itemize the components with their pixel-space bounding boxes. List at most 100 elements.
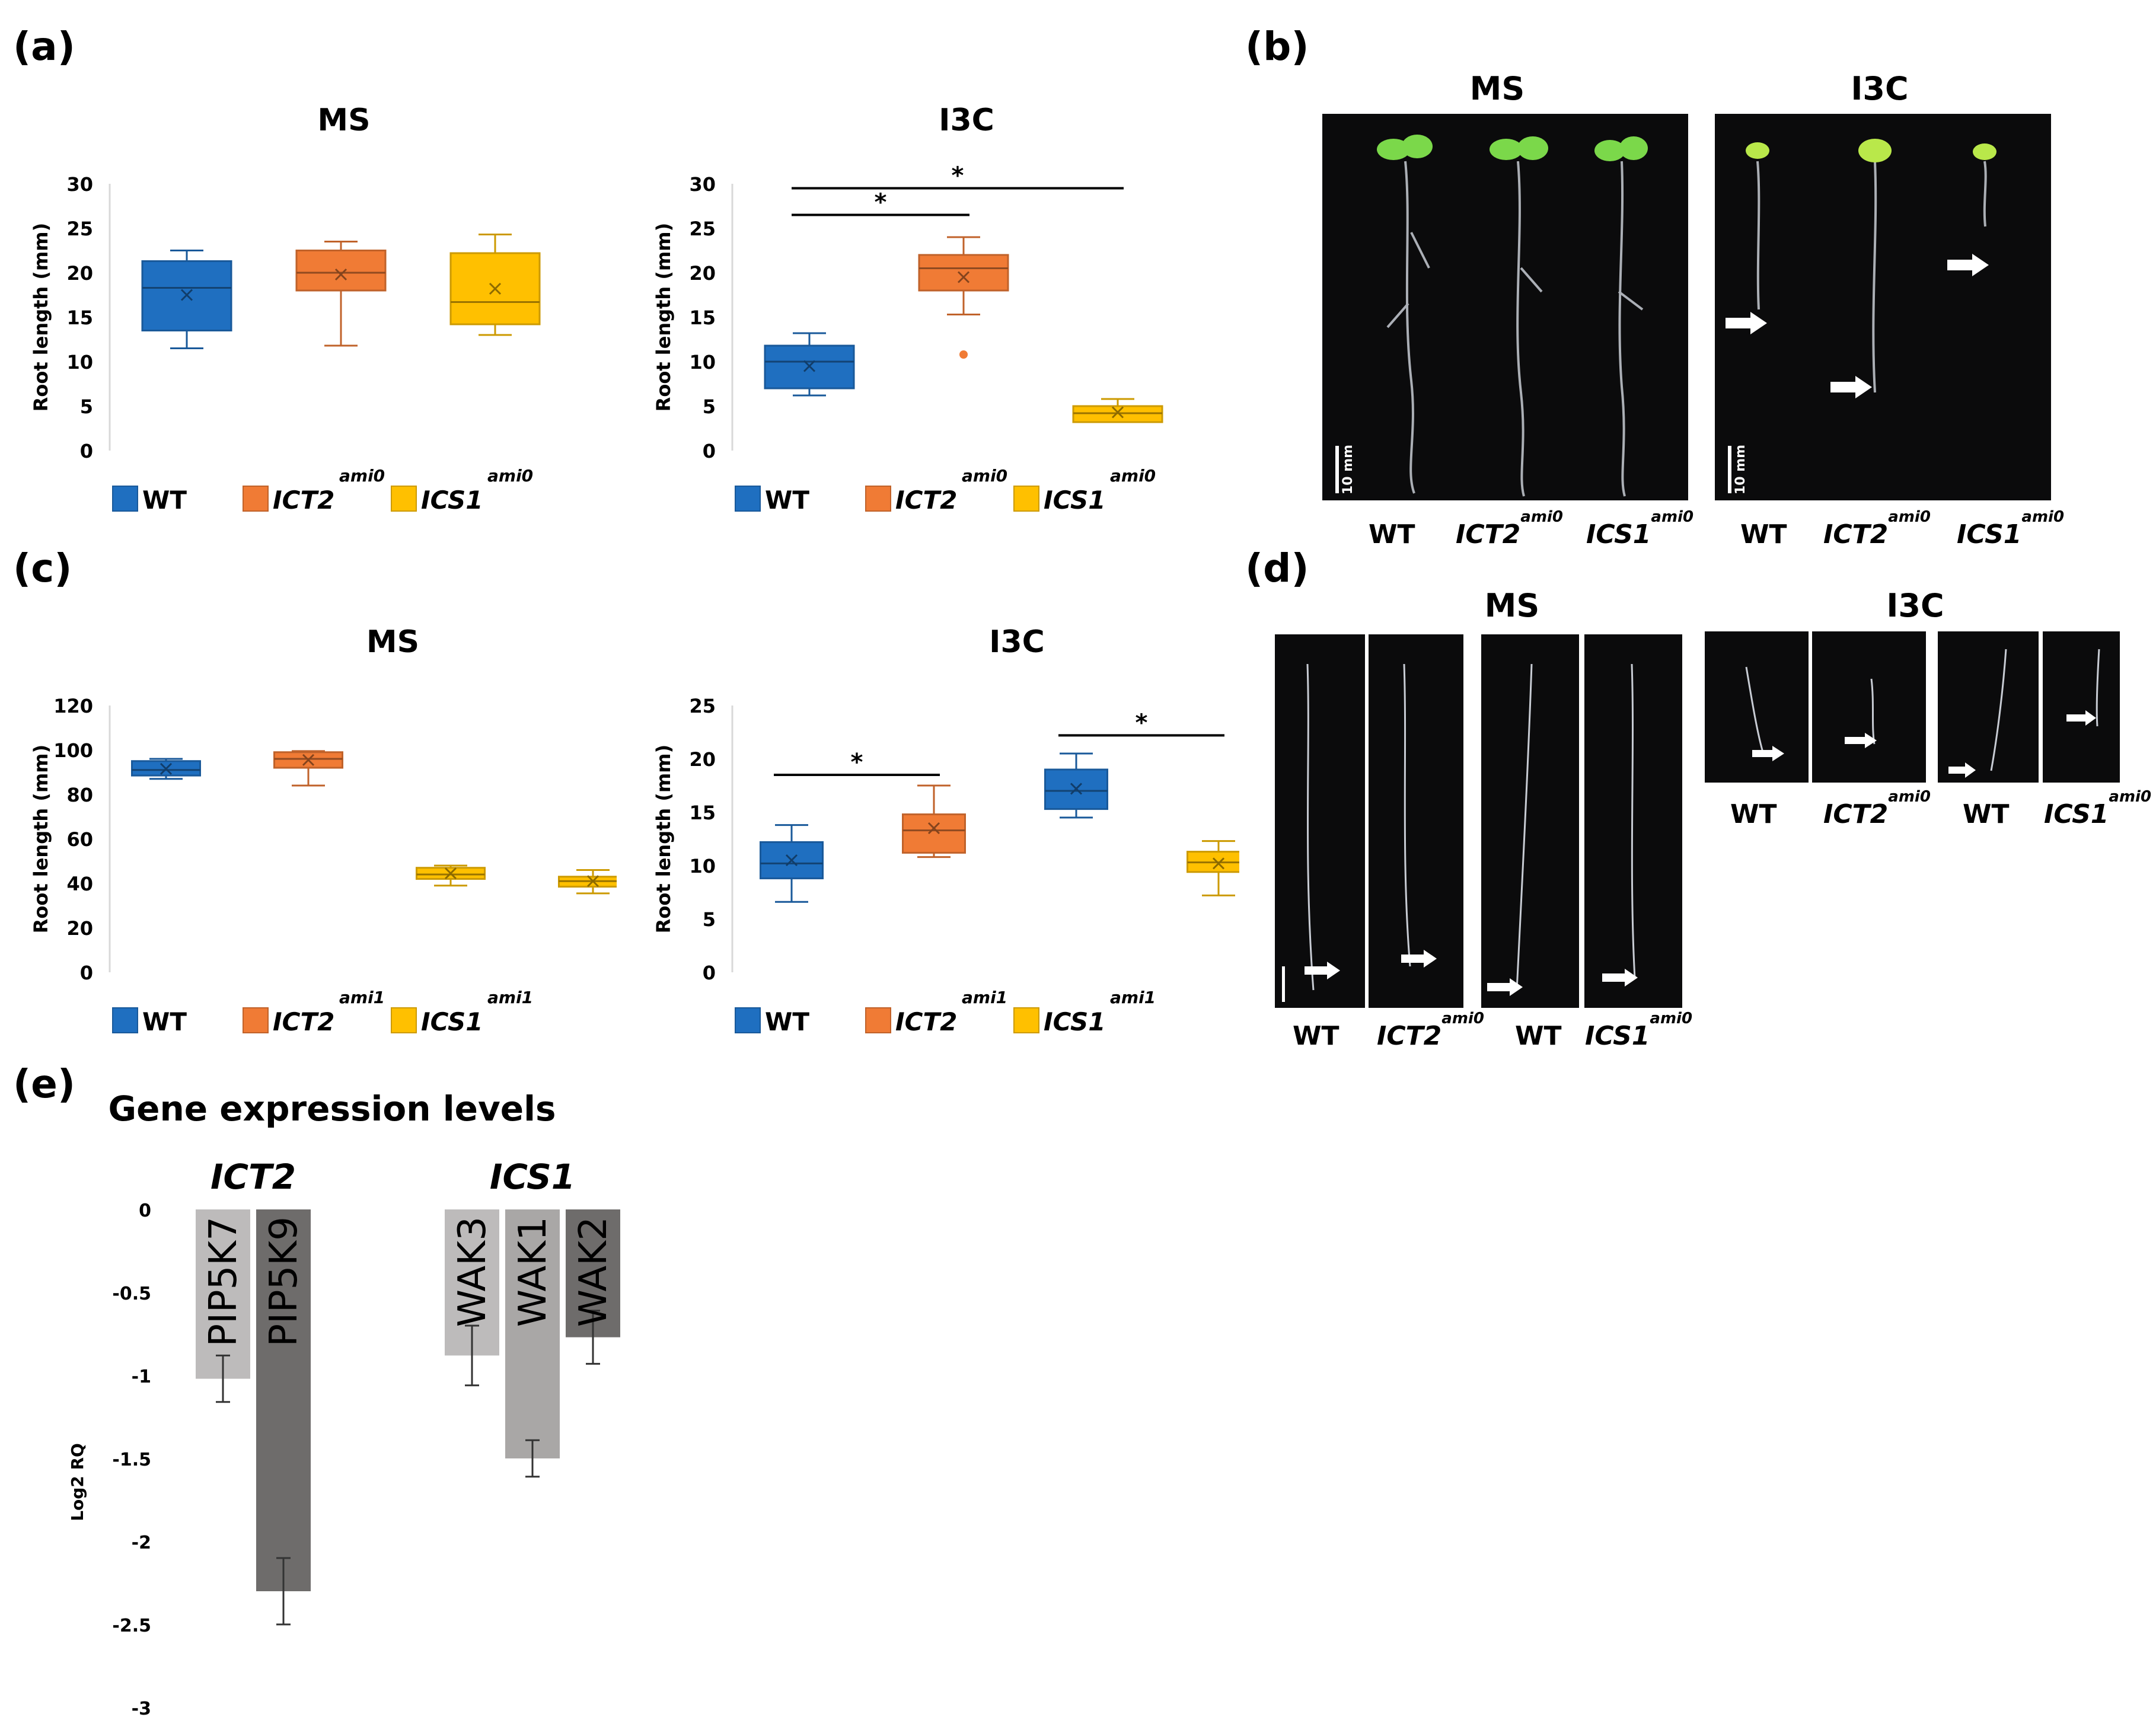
panel-label-a: (a) [13, 24, 75, 69]
seedling-photo-d-i3c-ics1 [2043, 631, 2120, 783]
y-tick-label: 60 [66, 828, 93, 851]
seedling-drawing-d-ms-wt2 [1487, 663, 1533, 996]
y-tick-label: 20 [689, 748, 716, 771]
photo-label-d-i3c-ict2: ICT2ami0 [1823, 788, 1931, 829]
photo-label-b-i3c-ict2: ICT2ami0 [1823, 508, 1931, 550]
bar-pip5k7 [196, 1209, 250, 1379]
bar-label: PIP5K7 [202, 1217, 245, 1346]
y-tick-label: -2 [132, 1533, 151, 1553]
seedling-photo-d-ms-wt [1275, 634, 1365, 1008]
seedling-drawing-b-i3c: 10 mm [1726, 139, 1996, 494]
mean-marker [927, 822, 940, 835]
panel-d-i3c-title: I3C [1886, 587, 1944, 624]
photo-label-d-ms-ict2: ICT2ami0 [1377, 1010, 1484, 1051]
significance-star: * [875, 189, 887, 216]
mean-marker [957, 271, 970, 283]
y-tick-label: 20 [66, 917, 93, 940]
y-tick-label: 25 [689, 218, 716, 240]
y-tick-label: 15 [689, 802, 716, 824]
y-tick-label: 40 [66, 873, 93, 895]
y-tick-label: 30 [66, 173, 93, 196]
significance-star: * [952, 162, 964, 190]
y-tick-label: -2.5 [112, 1616, 151, 1636]
legend-label: ICT2 [895, 486, 957, 515]
y-tick-label: 5 [703, 395, 716, 418]
photo-label-d-i3c-ics1: ICS1ami0 [2044, 788, 2152, 829]
legend-superscript: ami0 [339, 466, 385, 486]
photo-label-d-ms-wt: WT [1293, 1021, 1339, 1051]
mean-marker [586, 875, 599, 888]
legend-swatch [735, 1007, 761, 1033]
seedling-photo-b-i3c: 10 mm [1715, 114, 2051, 500]
legend-swatch [243, 1007, 269, 1033]
scale-bar-label-b-ms: 10 mm [1341, 445, 1356, 494]
photo-label-b-i3c-wt: WT [1740, 519, 1787, 550]
y-tick-label: 30 [689, 173, 716, 196]
photo-label-b-ms-wt: WT [1369, 519, 1415, 550]
legend-superscript: ami1 [1110, 988, 1156, 1007]
seedling-photo-d-i3c-wt2 [1938, 631, 2039, 783]
panel-label-c: (c) [13, 545, 72, 591]
chart-title: MS [317, 103, 370, 138]
y-axis-label: Root length (mm) [652, 223, 675, 412]
legend-label: ICT2 [273, 1007, 334, 1036]
legend-label: WT [765, 486, 809, 515]
seedling-photo-d-i3c-wt [1705, 631, 1809, 783]
legend-swatch [112, 486, 138, 512]
seedling-photo-d-ms-wt2 [1481, 634, 1579, 1008]
seedling-photo-d-ms-ict2 [1369, 634, 1463, 1008]
chart-title: I3C [989, 624, 1045, 660]
y-axis-label: Root length (mm) [30, 223, 52, 412]
seedling-drawing-b-ms: 10 mm [1335, 135, 1648, 497]
bar-wak1 [505, 1209, 560, 1458]
legend-swatch [865, 1007, 891, 1033]
y-tick-label: -0.5 [112, 1284, 151, 1304]
legend-label: WT [142, 1007, 187, 1036]
box-ict2 [295, 250, 387, 292]
legend-swatch [865, 486, 891, 512]
seedling-drawing-d-ms-ict2 [1401, 663, 1437, 968]
chart-e: Gene expression levels0-0.5-1-1.5-2-2.5-… [68, 1088, 620, 1719]
y-tick-label: 10 [689, 855, 716, 877]
y-tick-label: -1 [132, 1367, 151, 1387]
legend-swatch [391, 486, 417, 512]
bar-label: WAK1 [511, 1217, 555, 1327]
y-tick-label: 5 [703, 908, 716, 931]
panel-d-ms-title: MS [1484, 587, 1540, 624]
photo-label-b-i3c-ics1: ICS1ami0 [1957, 508, 2065, 550]
panel-b-ms-title: MS [1469, 70, 1525, 107]
y-tick-label: 0 [80, 962, 93, 984]
photo-label-d-ms-ics1: ICS1ami0 [1585, 1010, 1693, 1051]
mean-marker [1212, 857, 1225, 870]
photo-label-d-i3c-wt: WT [1730, 799, 1777, 829]
legend-superscript: ami1 [487, 988, 533, 1007]
panel-label-d: (d) [1245, 545, 1309, 591]
y-tick-label: 80 [66, 784, 93, 806]
legend-label: ICT2 [895, 1007, 957, 1036]
y-tick-label: 20 [66, 262, 93, 285]
y-tick-label: 10 [689, 351, 716, 374]
seedling-photo-d-i3c-ict2 [1812, 631, 1926, 783]
mean-marker [302, 754, 315, 766]
bar-label: WAK2 [572, 1217, 615, 1327]
y-tick-label: 0 [80, 440, 93, 462]
y-tick-label: 15 [689, 307, 716, 329]
photo-label-d-i3c-wt2: WT [1963, 799, 2010, 829]
y-tick-label: -3 [132, 1699, 151, 1719]
mean-marker [1070, 783, 1083, 795]
photo-label-b-ms-ict2: ICT2ami0 [1456, 508, 1563, 550]
box-ict2 [902, 813, 966, 854]
mean-marker [803, 360, 816, 372]
y-tick-label: 25 [66, 218, 93, 240]
significance-star: * [851, 749, 863, 776]
y-tick-label: 25 [689, 695, 716, 717]
seedling-drawing-d-ms-wt [1282, 663, 1340, 1002]
mean-marker [160, 762, 173, 775]
legend-label: ICS1 [1044, 1007, 1105, 1036]
legend-superscript: ami0 [487, 466, 533, 486]
chart-title: Gene expression levels [109, 1088, 556, 1129]
y-tick-label: 0 [703, 962, 716, 984]
y-tick-label: 15 [66, 307, 93, 329]
seedling-photo-d-ms-ics1 [1584, 634, 1682, 1008]
mean-marker [1111, 406, 1124, 419]
